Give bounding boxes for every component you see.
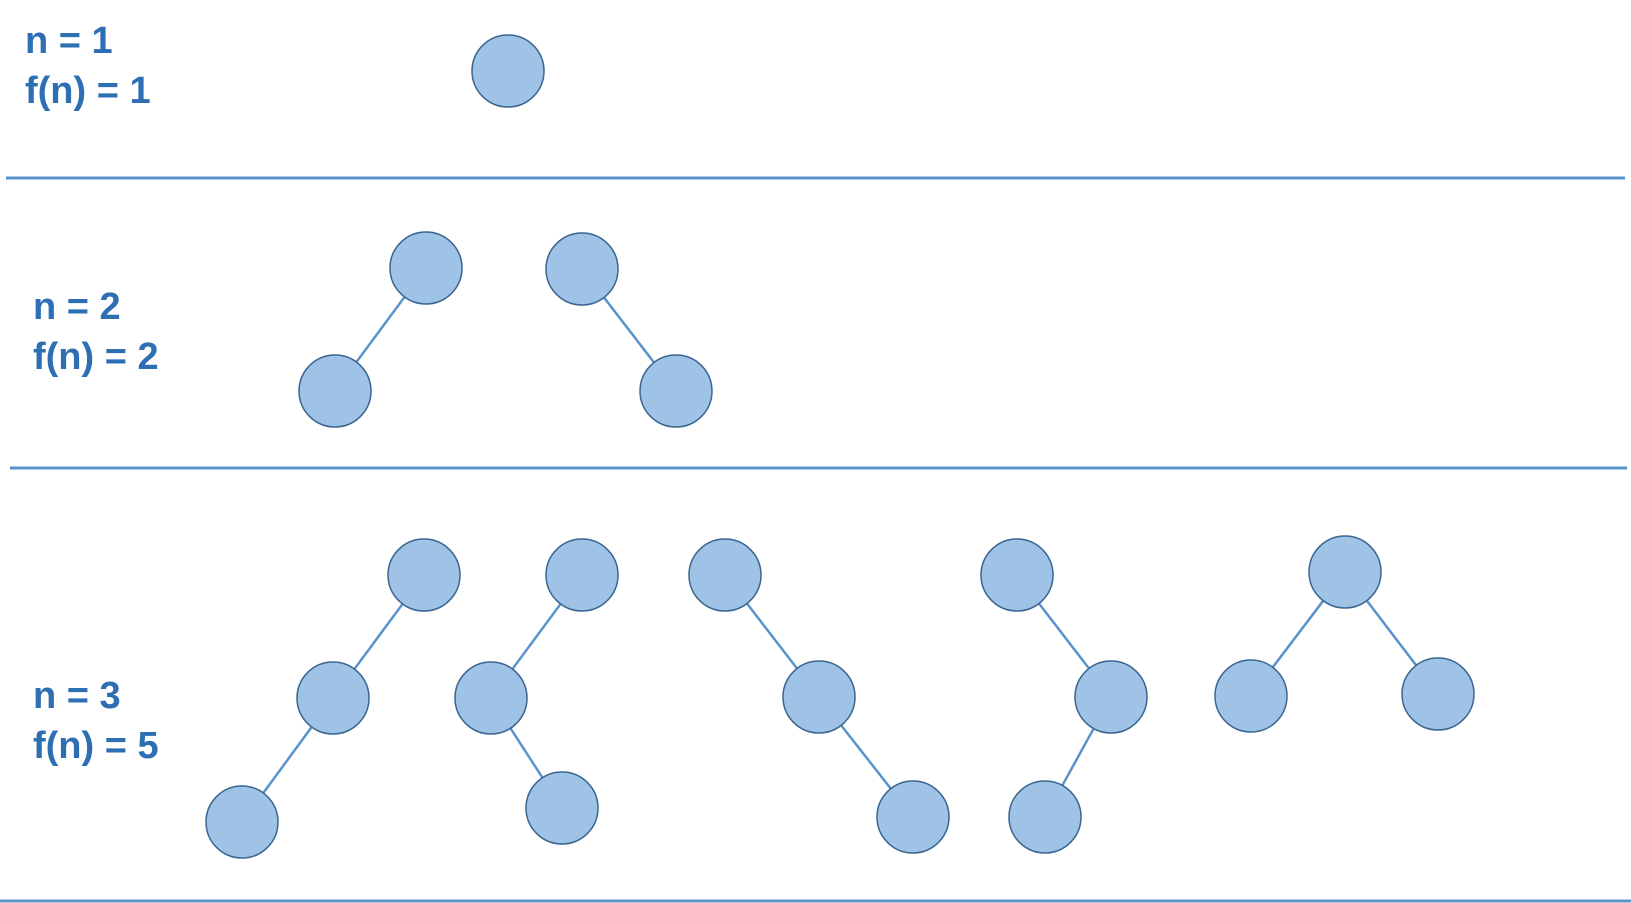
n3-tree-1-edge-1 xyxy=(353,603,404,670)
tree-nodes xyxy=(205,34,1475,859)
n3-tree-3-edge-2 xyxy=(840,724,892,790)
n3-tree-1-node-1 xyxy=(387,538,461,612)
n2-tree-1-node-1 xyxy=(389,231,463,305)
n2-tree-2-edge-1 xyxy=(602,296,656,364)
section-3-f-label: f(n) = 5 xyxy=(33,725,159,767)
n2-tree-1-node-2 xyxy=(298,354,372,428)
section-dividers xyxy=(0,176,1631,903)
n3-tree-4-edge-1 xyxy=(1037,602,1091,670)
n2-tree-1-edge-1 xyxy=(355,296,406,363)
n3-tree-4-node-2 xyxy=(1074,660,1148,734)
section-2-label: n = 2 f(n) = 2 xyxy=(33,282,159,382)
n3-tree-5-node-3 xyxy=(1401,657,1475,731)
n3-tree-3-node-1 xyxy=(688,538,762,612)
n3-tree-4-edge-2 xyxy=(1061,727,1095,787)
n3-tree-1-node-2 xyxy=(296,661,370,735)
n3-tree-2-node-3 xyxy=(525,771,599,845)
n3-tree-5-node-2 xyxy=(1214,659,1288,733)
n3-tree-1-edge-2 xyxy=(262,726,313,794)
tree-edges xyxy=(262,296,1418,794)
n3-tree-5-edge-1 xyxy=(1271,599,1325,669)
n3-tree-4-node-3 xyxy=(1008,780,1082,854)
n3-tree-5-edge-2 xyxy=(1365,599,1418,667)
n3-tree-3-edge-1 xyxy=(745,602,799,670)
section-1-f-label: f(n) = 1 xyxy=(25,70,151,112)
section-2-f-label: f(n) = 2 xyxy=(33,336,159,378)
n2-tree-2-node-1 xyxy=(545,232,619,306)
section-2-n-label: n = 2 xyxy=(33,286,121,328)
section-1-label: n = 1 f(n) = 1 xyxy=(25,16,151,116)
n3-tree-2-edge-1 xyxy=(511,603,562,670)
n1-tree-1-node-1 xyxy=(471,34,545,108)
n3-tree-3-node-3 xyxy=(876,780,950,854)
n3-tree-4-node-1 xyxy=(980,538,1054,612)
n3-tree-2-node-1 xyxy=(545,538,619,612)
n3-tree-3-node-2 xyxy=(782,660,856,734)
n3-tree-5-node-1 xyxy=(1308,535,1382,609)
n2-tree-2-node-2 xyxy=(639,354,713,428)
n3-tree-1-node-3 xyxy=(205,785,279,859)
section-3-label: n = 3 f(n) = 5 xyxy=(33,671,159,771)
section-1-n-label: n = 1 xyxy=(25,20,113,62)
n3-tree-2-edge-2 xyxy=(509,727,544,779)
section-3-n-label: n = 3 xyxy=(33,675,121,717)
n3-tree-2-node-2 xyxy=(454,661,528,735)
